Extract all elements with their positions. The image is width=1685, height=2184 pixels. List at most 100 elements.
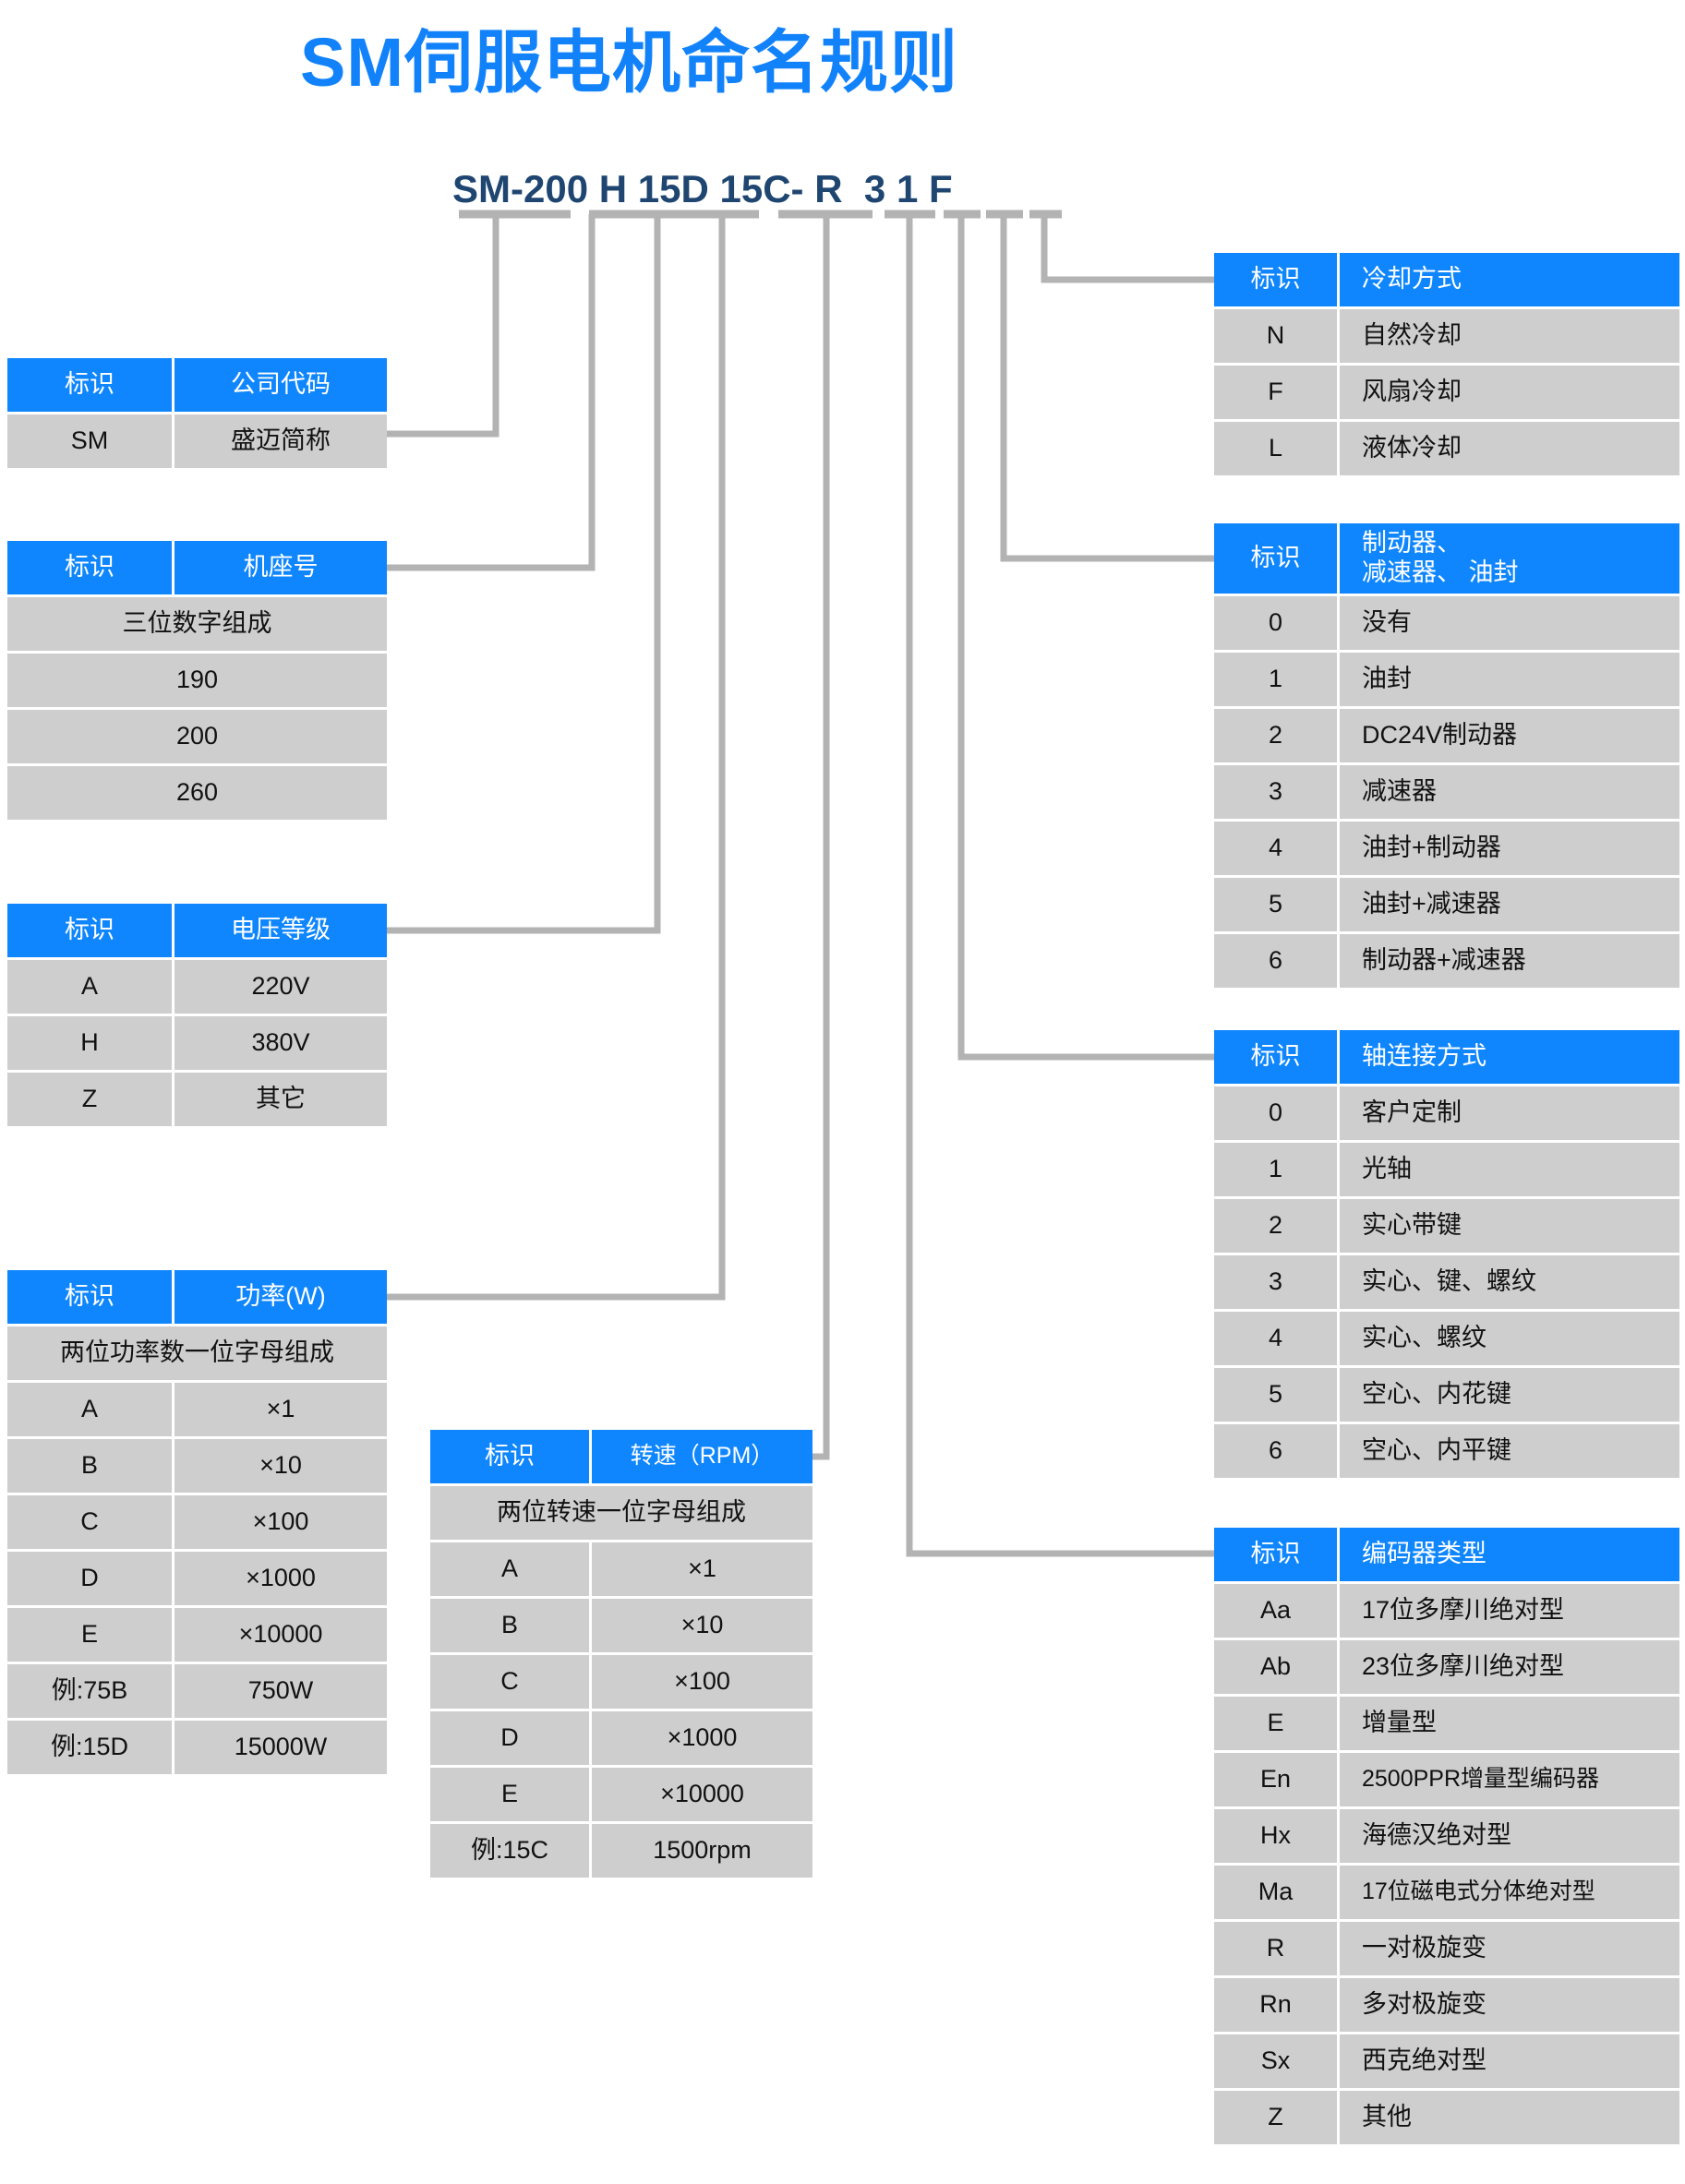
cell-value: 西克绝对型 xyxy=(1340,2034,1679,2088)
cell-value: 380V xyxy=(175,1016,387,1070)
table-row: D ×1000 xyxy=(7,1552,387,1605)
table-header-row: 标识 功率(W) xyxy=(7,1270,387,1324)
cell-value: 23位多摩川绝对型 xyxy=(1340,1640,1679,1694)
table-row: 260 xyxy=(7,766,387,820)
table-voltage-class: 标识 电压等级 A 220V H 380V Z 其它 xyxy=(7,904,387,1126)
table-header-row: 标识 轴连接方式 xyxy=(1214,1030,1679,1084)
cell-key: L xyxy=(1214,422,1337,475)
table-row: C ×100 xyxy=(430,1655,812,1709)
code-segment-encoder: R xyxy=(814,167,843,210)
header-line-2: 减速器、 油封 xyxy=(1362,558,1519,586)
table-header-row: 标识 冷却方式 xyxy=(1214,253,1679,306)
cell-value: 空心、内花键 xyxy=(1340,1368,1679,1422)
cell-key: B xyxy=(7,1439,172,1493)
cell-value: 260 xyxy=(7,766,387,820)
cell-key: R xyxy=(1214,1922,1337,1975)
code-segment-speed: 15C- xyxy=(719,167,804,210)
table-row: E ×10000 xyxy=(7,1608,387,1662)
cell-key: 1 xyxy=(1214,653,1337,706)
cell-key: A xyxy=(430,1542,589,1596)
cell-value: 减速器 xyxy=(1340,765,1679,819)
cell-key: H xyxy=(7,1016,172,1070)
header-brake-reducer-oilseal: 制动器、 减速器、 油封 xyxy=(1340,523,1679,594)
cell-value: 液体冷却 xyxy=(1340,422,1679,475)
header-id: 标识 xyxy=(7,541,172,594)
code-segment-voltage: H xyxy=(598,167,628,210)
cell-key: Aa xyxy=(1214,1584,1337,1638)
header-id: 标识 xyxy=(1214,1030,1337,1084)
cell-key: Z xyxy=(7,1073,172,1126)
table-row: 5 油封+减速器 xyxy=(1214,878,1679,931)
header-id: 标识 xyxy=(1214,253,1337,306)
cell-key: Rn xyxy=(1214,1978,1337,2032)
cell-value: 增量型 xyxy=(1340,1697,1679,1750)
table-row: En 2500PPR增量型编码器 xyxy=(1214,1753,1679,1806)
table-note-row: 两位转速一位字母组成 xyxy=(430,1486,812,1540)
table-row: E 增量型 xyxy=(1214,1697,1679,1750)
cell-value: 实心、螺纹 xyxy=(1340,1312,1679,1365)
table-row: 200 xyxy=(7,710,387,763)
cell-key: F xyxy=(1214,366,1337,419)
cell-value: 一对极旋变 xyxy=(1340,1922,1679,1975)
table-note-row: 两位功率数一位字母组成 xyxy=(7,1326,387,1380)
cell-key: 3 xyxy=(1214,765,1337,819)
table-power: 标识 功率(W) 两位功率数一位字母组成 A ×1 B ×10 C ×100 D… xyxy=(7,1270,387,1774)
table-note-row: 三位数字组成 xyxy=(7,597,387,651)
cell-value: 17位多摩川绝对型 xyxy=(1340,1584,1679,1638)
table-header-row: 标识 编码器类型 xyxy=(1214,1528,1679,1581)
code-segment-cooling: F xyxy=(928,167,953,210)
table-row: 1 光轴 xyxy=(1214,1143,1679,1196)
cell-key: 3 xyxy=(1214,1255,1337,1309)
header-speed-rpm: 转速（RPM） xyxy=(592,1430,812,1483)
table-row: B ×10 xyxy=(7,1439,387,1493)
table-row: A 220V xyxy=(7,960,387,1014)
table-row: 5 空心、内花键 xyxy=(1214,1368,1679,1422)
header-id: 标识 xyxy=(1214,1528,1337,1581)
cell-key: Hx xyxy=(1214,1809,1337,1863)
cell-value: ×10 xyxy=(592,1599,812,1652)
table-row: 190 xyxy=(7,654,387,707)
header-id: 标识 xyxy=(1214,523,1337,594)
cell-value: 盛迈简称 xyxy=(175,414,387,468)
note-text: 三位数字组成 xyxy=(7,597,387,651)
table-row: 2 实心带键 xyxy=(1214,1199,1679,1253)
cell-value: 实心带键 xyxy=(1340,1199,1679,1253)
cell-key: 0 xyxy=(1214,1086,1337,1140)
table-header-row: 标识 制动器、 减速器、 油封 xyxy=(1214,523,1679,594)
cell-value: ×10000 xyxy=(175,1608,387,1662)
cell-key: En xyxy=(1214,1753,1337,1806)
table-row: SM 盛迈简称 xyxy=(7,414,387,468)
cell-key: 4 xyxy=(1214,822,1337,875)
cell-value: ×1 xyxy=(175,1383,387,1436)
table-row: 例:15D 15000W xyxy=(7,1721,387,1774)
code-segment-company: SM- xyxy=(452,167,524,210)
header-power: 功率(W) xyxy=(175,1270,387,1324)
cell-value: 自然冷却 xyxy=(1340,309,1679,363)
cell-value: 其它 xyxy=(175,1073,387,1126)
cell-value: 220V xyxy=(175,960,387,1014)
cell-value: 15000W xyxy=(175,1721,387,1774)
table-encoder-type: 标识 编码器类型 Aa 17位多摩川绝对型 Ab 23位多摩川绝对型 E 增量型… xyxy=(1214,1528,1679,2144)
cell-key: N xyxy=(1214,309,1337,363)
cell-key: Z xyxy=(1214,2091,1337,2144)
table-row: 0 客户定制 xyxy=(1214,1086,1679,1140)
model-code: SM-200 H 15D 15C- R 3 1 F xyxy=(452,167,953,211)
cell-key: SM xyxy=(7,414,172,468)
header-company-code: 公司代码 xyxy=(175,358,387,412)
cell-value: 没有 xyxy=(1340,596,1679,650)
cell-value: ×100 xyxy=(175,1495,387,1549)
cell-key: D xyxy=(430,1711,589,1765)
cell-value: DC24V制动器 xyxy=(1340,709,1679,762)
header-shaft-connection: 轴连接方式 xyxy=(1340,1030,1679,1084)
cell-key: 4 xyxy=(1214,1312,1337,1365)
table-cooling-method: 标识 冷却方式 N 自然冷却 F 风扇冷却 L 液体冷却 xyxy=(1214,253,1679,475)
table-row: 例:15C 1500rpm xyxy=(430,1824,812,1878)
table-row: 2 DC24V制动器 xyxy=(1214,709,1679,762)
table-row: 6 制动器+减速器 xyxy=(1214,934,1679,988)
cell-value: 2500PPR增量型编码器 xyxy=(1340,1753,1679,1806)
cell-key: Ab xyxy=(1214,1640,1337,1694)
header-encoder-type: 编码器类型 xyxy=(1340,1528,1679,1581)
table-row: Z 其它 xyxy=(7,1073,387,1126)
cell-value: 海德汉绝对型 xyxy=(1340,1809,1679,1863)
cell-key: 6 xyxy=(1214,934,1337,988)
